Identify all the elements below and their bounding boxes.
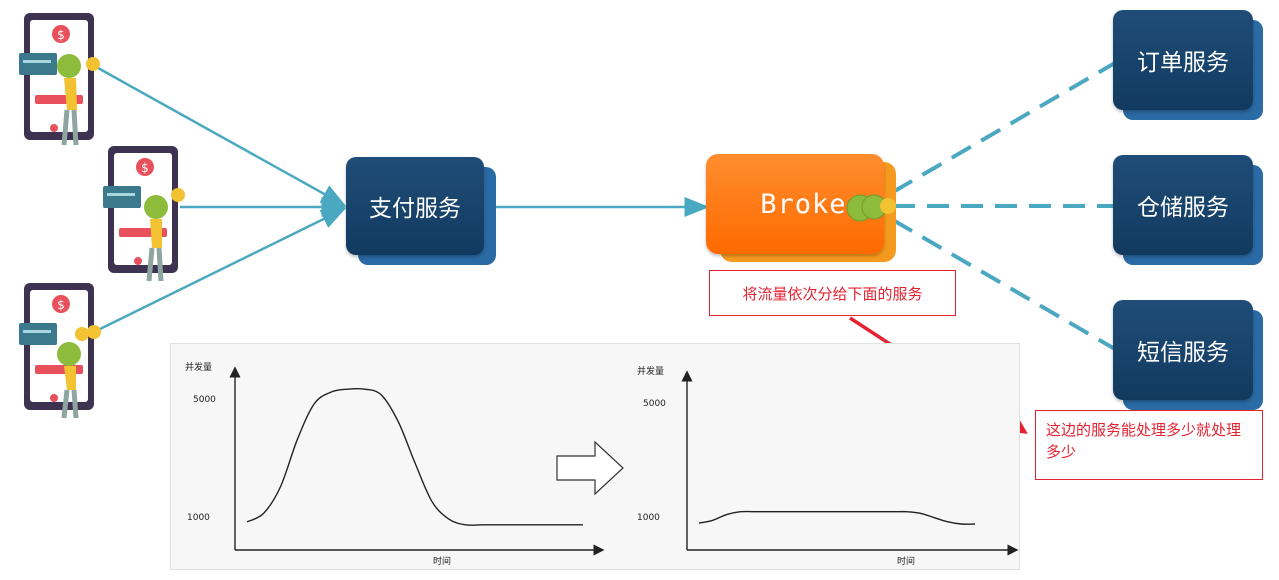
chart2-xlabel: 时间 bbox=[897, 555, 915, 567]
connector-user1-payment bbox=[97, 66, 347, 207]
chart2-series-line bbox=[698, 510, 976, 525]
chart2-ytick-1000: 1000 bbox=[637, 513, 660, 523]
right-arrow-icon bbox=[556, 440, 624, 496]
svg-text:$: $ bbox=[57, 28, 65, 42]
chart1-ytick-1000: 1000 bbox=[187, 513, 210, 523]
phone-payment-user-icon: $ bbox=[103, 146, 185, 282]
order-service-label: 订单服务 bbox=[1113, 10, 1253, 110]
coin-icon bbox=[846, 194, 896, 222]
chart1-ytick-5000: 5000 bbox=[193, 395, 216, 405]
chart1-xlabel: 时间 bbox=[433, 555, 451, 567]
payment-service-box: 支付服务 bbox=[346, 157, 496, 265]
phone-payment-user-icon: $ bbox=[19, 13, 100, 146]
chart2-ylabel: 并发量 bbox=[637, 365, 664, 377]
svg-text:$: $ bbox=[141, 161, 149, 175]
payment-service-label: 支付服务 bbox=[346, 157, 484, 255]
svg-text:$: $ bbox=[57, 298, 65, 312]
chart-before: 并发量 时间 5000 1000 bbox=[185, 361, 605, 567]
chart2-ytick-5000: 5000 bbox=[643, 399, 666, 409]
dashed-broker-order bbox=[891, 58, 1122, 194]
charts-svg: 并发量 时间 5000 1000 并发量 时间 5000 1000 bbox=[185, 361, 1019, 567]
chart1-ylabel: 并发量 bbox=[185, 361, 212, 373]
storage-service-box: 仓储服务 bbox=[1113, 155, 1263, 265]
sms-service-box: 短信服务 bbox=[1113, 300, 1263, 410]
broker-box: Broker bbox=[706, 154, 898, 262]
connector-user3-payment bbox=[97, 207, 347, 332]
chart1-series-line bbox=[246, 387, 583, 526]
dashed-broker-sms bbox=[891, 218, 1122, 354]
downstream-note: 这边的服务能处理多少就处理多少 bbox=[1035, 410, 1263, 480]
concurrency-charts-panel: 并发量 时间 5000 1000 并发量 时间 5000 1000 bbox=[170, 343, 1020, 570]
phone-payment-user-icon: $ bbox=[19, 283, 101, 419]
storage-service-label: 仓储服务 bbox=[1113, 155, 1253, 255]
broker-note: 将流量依次分给下面的服务 bbox=[709, 270, 956, 316]
order-service-box: 订单服务 bbox=[1113, 10, 1263, 120]
sms-service-label: 短信服务 bbox=[1113, 300, 1253, 400]
chart-after: 并发量 时间 5000 1000 bbox=[637, 365, 1019, 567]
